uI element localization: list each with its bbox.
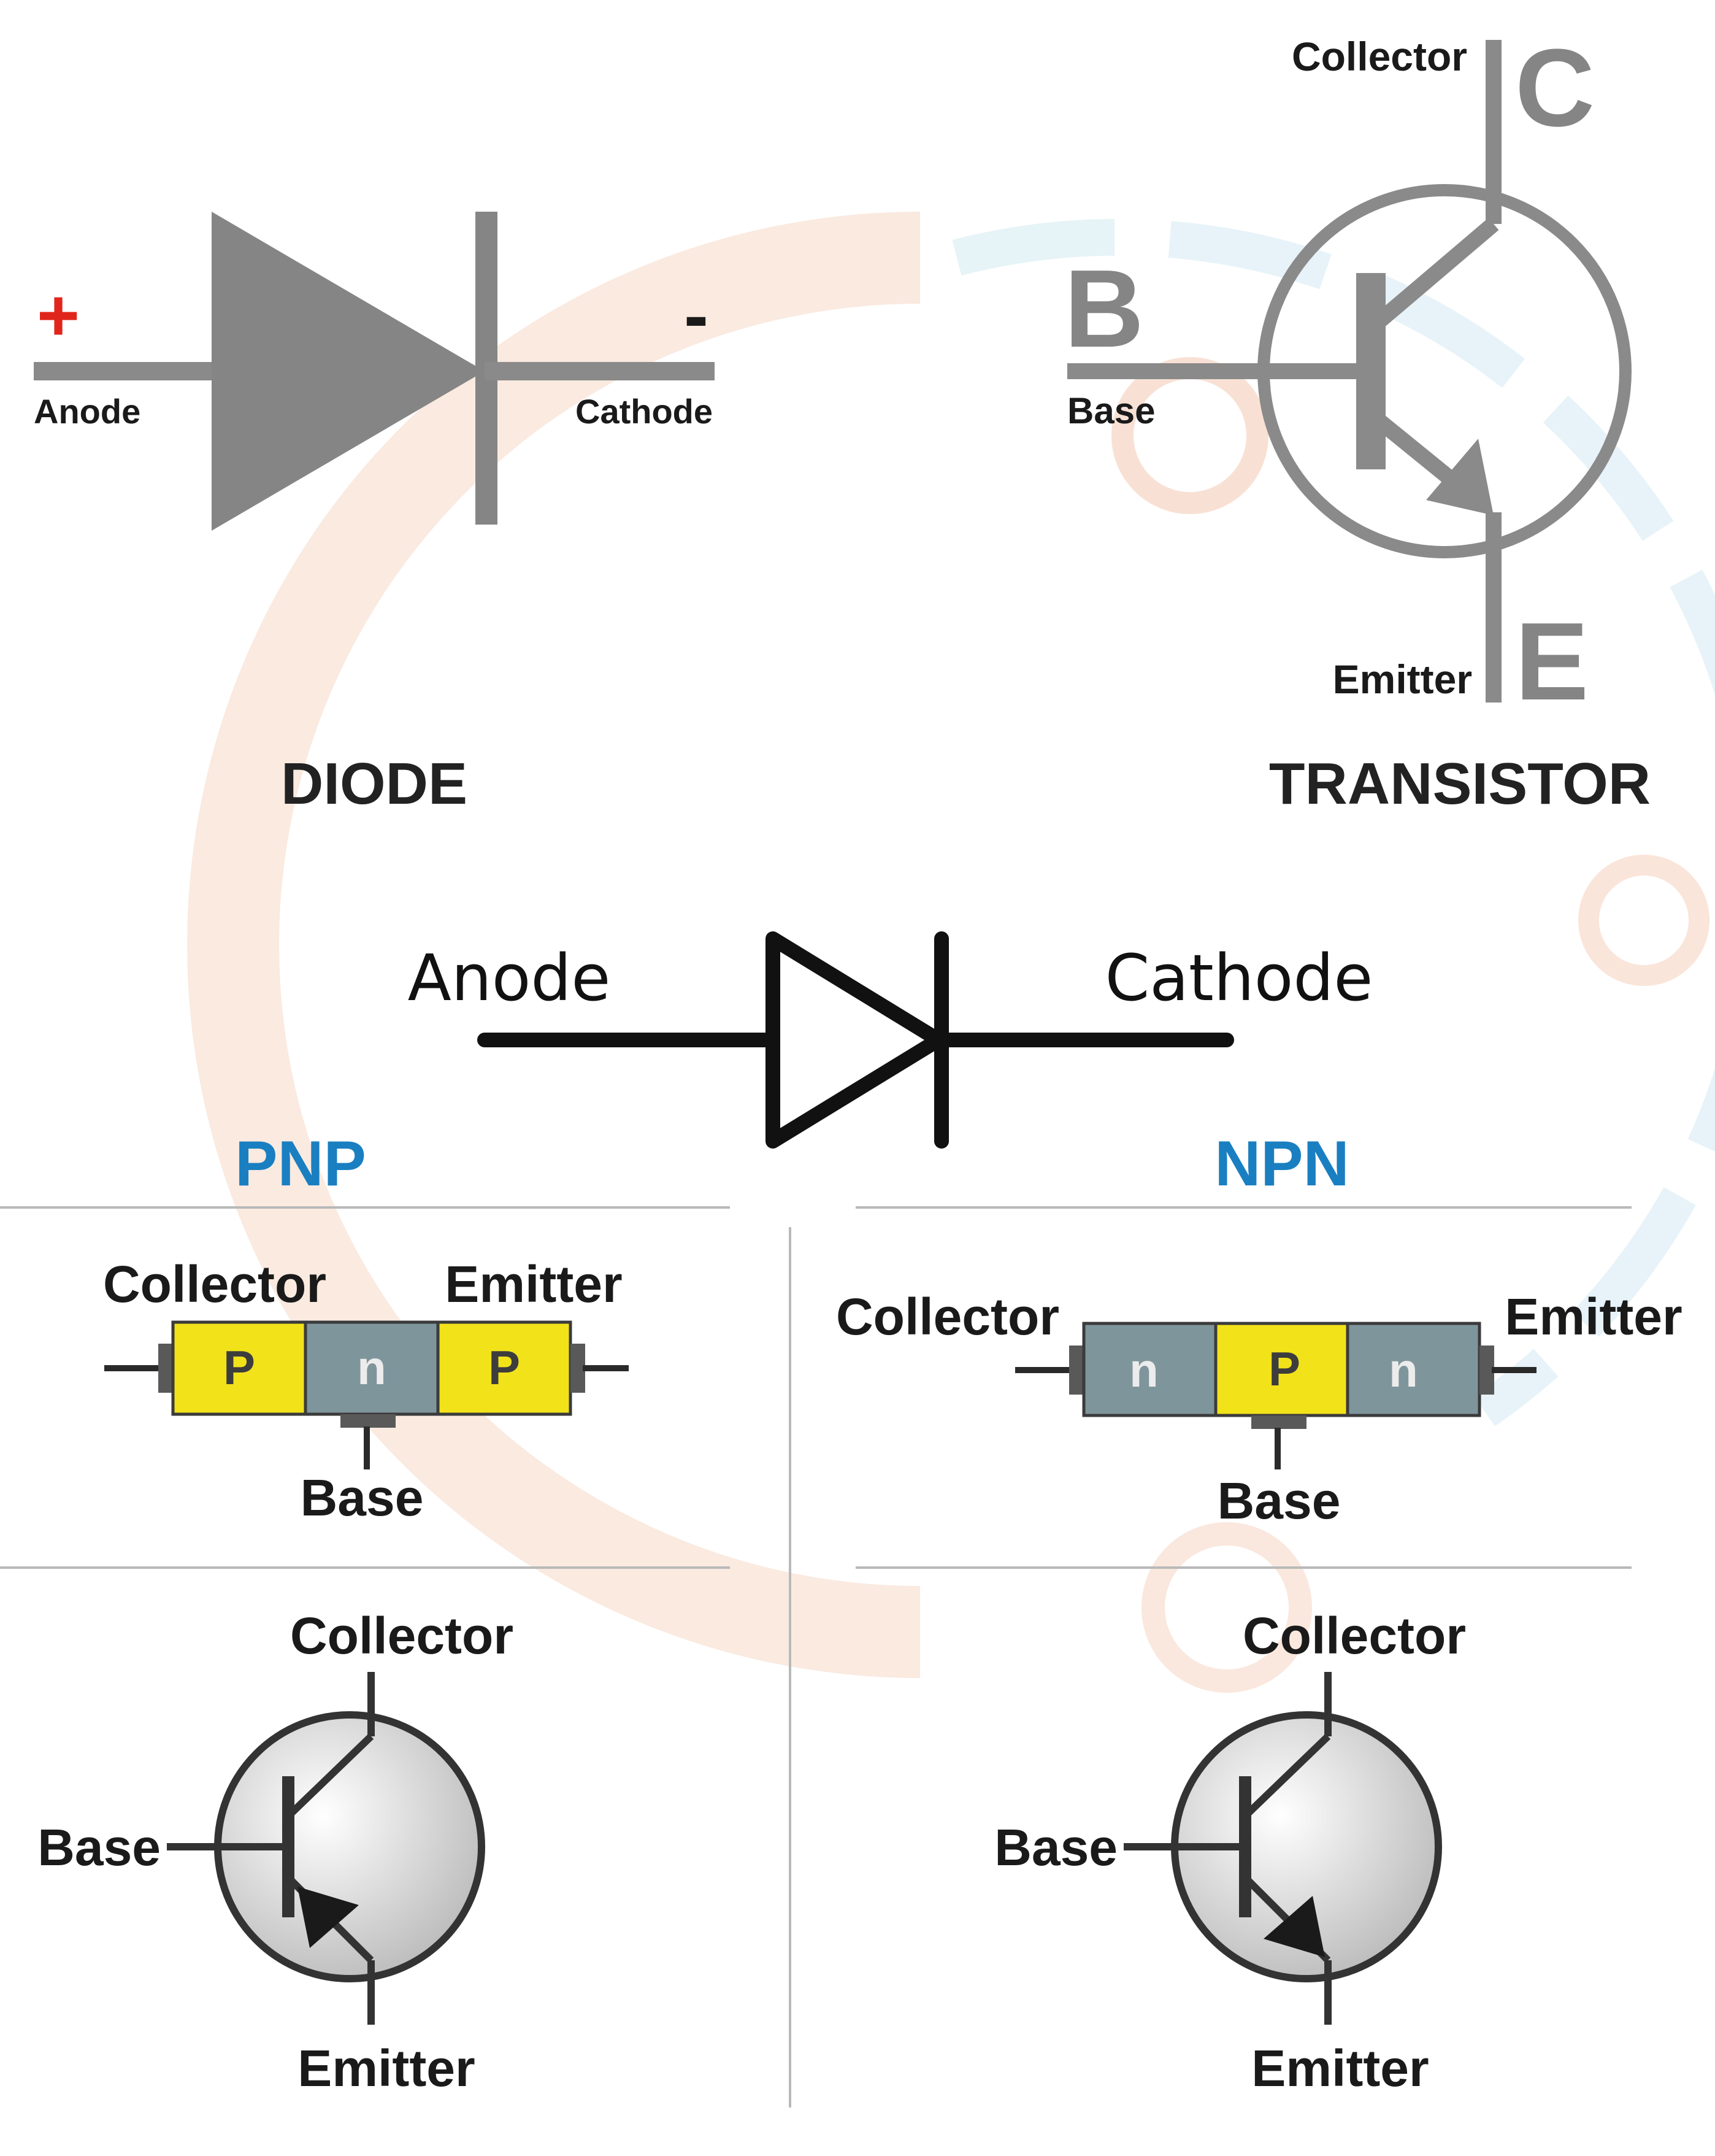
npn-layer-n2-label: n	[1389, 1343, 1418, 1397]
background-watermark	[187, 212, 1715, 1693]
transistor-title: TRANSISTOR	[1269, 751, 1651, 817]
transistor-emitter-label: Emitter	[1333, 656, 1472, 702]
npn-transistor-symbol	[1124, 1672, 1442, 2025]
npn-emitter-label: Emitter	[1505, 1288, 1682, 1346]
middle-diode-triangle	[765, 931, 946, 1149]
npn-layer-n1-label: n	[1129, 1343, 1159, 1397]
npn-layer-p-label: P	[1268, 1342, 1300, 1396]
pnp-layer-n	[304, 1320, 440, 1416]
diode-plus-sign: +	[37, 274, 80, 356]
npn-base-label: Base	[1218, 1472, 1341, 1530]
watermark-orange-arc	[187, 212, 921, 1678]
pnp-layer-p1	[171, 1320, 307, 1416]
pnp-layer-n-label: n	[357, 1341, 386, 1395]
npn-symbol-collector-label: Collector	[1243, 1607, 1466, 1665]
middle-diode-anode-label: Anode	[408, 941, 611, 1015]
pnp-symbol-collector-lead	[285, 1733, 374, 1819]
diode-title: DIODE	[281, 751, 467, 817]
npn-layer-n1	[1082, 1322, 1218, 1417]
transistor-base-label: Base	[1067, 390, 1155, 431]
npn-symbol-emitter-label: Emitter	[1251, 2039, 1429, 2097]
pnp-symbol-emitter-arrow	[297, 1887, 359, 1948]
pnp-collector-label: Collector	[103, 1255, 326, 1313]
pnp-heading: PNP	[235, 1128, 366, 1199]
diode-minus-sign: -	[684, 274, 708, 356]
middle-diode-cathode-label: Cathode	[1105, 941, 1373, 1015]
diode-triangle	[212, 212, 485, 531]
watermark-gear-icon	[1111, 357, 1268, 514]
npn-symbol-collector-lead	[1242, 1733, 1331, 1819]
transistor-e-letter: E	[1515, 600, 1589, 723]
transistor-emitter-arrow	[1426, 439, 1494, 515]
pnp-emitter-label: Emitter	[445, 1255, 622, 1313]
pnp-symbol-base-label: Base	[37, 1819, 161, 1876]
npn-symbol-base-label: Base	[994, 1819, 1118, 1876]
watermark-blue-arc	[952, 218, 1715, 1426]
transistor-collector-lead	[1365, 218, 1499, 334]
pnp-transistor-symbol	[167, 1672, 485, 2025]
middle-diode-symbol	[477, 931, 1234, 1149]
watermark-gear-icon	[1578, 855, 1709, 986]
pnp-layer-diagram	[104, 1320, 629, 1469]
npn-symbol-emitter-arrow	[1264, 1896, 1325, 1957]
npn-collector-label: Collector	[836, 1288, 1059, 1346]
transistor-collector-label: Collector	[1292, 34, 1467, 79]
pnp-layer-p2-label: P	[488, 1341, 520, 1395]
transistor-c-letter: C	[1515, 26, 1595, 150]
npn-layer-diagram	[1015, 1322, 1537, 1469]
pnp-layer-p1-label: P	[223, 1341, 255, 1395]
section-dividers	[0, 1206, 1632, 2108]
top-diode-symbol	[34, 212, 715, 531]
pnp-symbol-emitter-label: Emitter	[297, 2039, 475, 2097]
top-transistor-symbol	[1067, 40, 1632, 703]
transistor-b-letter: B	[1064, 247, 1144, 371]
watermark-gear-icon	[1141, 1522, 1312, 1693]
npn-heading: NPN	[1214, 1128, 1349, 1199]
diode-anode-label: Anode	[34, 392, 140, 431]
pnp-base-label: Base	[301, 1469, 424, 1527]
npn-layer-p	[1214, 1322, 1349, 1417]
pnp-layer-p2	[436, 1320, 572, 1416]
diode-cathode-label: Cathode	[575, 392, 713, 431]
pnp-symbol-collector-label: Collector	[290, 1607, 513, 1665]
